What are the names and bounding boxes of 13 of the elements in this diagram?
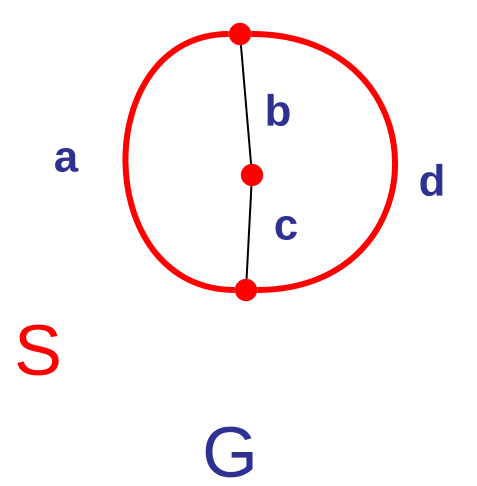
vertex-dot: [234, 278, 258, 302]
vertex-dot: [240, 164, 264, 186]
vertex-dot: [228, 22, 252, 46]
graph-label: G: [206, 426, 253, 478]
edge-label: a: [55, 148, 78, 172]
graph-label: S: [17, 324, 59, 376]
graph-edge: [250, 31, 398, 293]
graph-edge: [122, 31, 236, 293]
edge-label: d: [420, 164, 442, 196]
graph-edge: [246, 186, 252, 279]
graph-edge: [240, 45, 252, 164]
edge-label: b: [268, 94, 290, 126]
edge-label: c: [276, 216, 297, 240]
